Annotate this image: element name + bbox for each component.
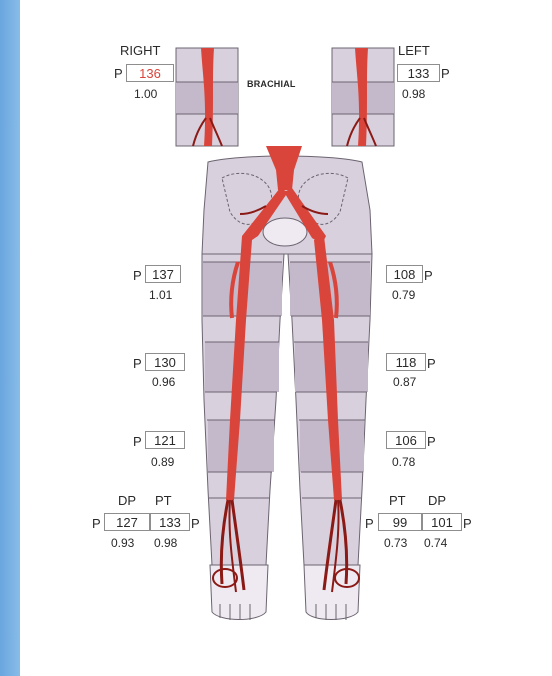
- right-calf-index: 0.89: [151, 456, 174, 468]
- left-dp-pressure: 101: [422, 513, 462, 531]
- right-pt-pressure: 133: [150, 513, 190, 531]
- left-brachial-pressure: 133: [397, 64, 440, 82]
- left-brachial-prefix: P: [441, 67, 450, 80]
- right-brachial-pressure: 136: [126, 64, 174, 82]
- left-dp-label: DP: [428, 494, 446, 507]
- left-pt-pressure: 99: [378, 513, 422, 531]
- right-dp-label: DP: [118, 494, 136, 507]
- right-brachial-prefix: P: [114, 67, 123, 80]
- left-low-thigh-prefix: P: [427, 357, 436, 370]
- left-ankle-pt-prefix: P: [365, 517, 374, 530]
- brachial-label: BRACHIAL: [247, 80, 296, 89]
- right-calf-prefix: P: [133, 435, 142, 448]
- right-ankle-pt-prefix: P: [191, 517, 200, 530]
- right-high-thigh-prefix: P: [133, 269, 142, 282]
- left-pt-index: 0.73: [384, 537, 407, 549]
- left-high-thigh-index: 0.79: [392, 289, 415, 301]
- right-low-thigh-pressure: 130: [145, 353, 185, 371]
- right-side-header: RIGHT: [120, 44, 160, 57]
- left-ankle-dp-prefix: P: [463, 517, 472, 530]
- left-arm: [332, 48, 394, 146]
- right-ankle-prefix: P: [92, 517, 101, 530]
- right-low-thigh-prefix: P: [133, 357, 142, 370]
- right-pt-label: PT: [155, 494, 172, 507]
- left-brachial-index: 0.98: [402, 88, 425, 100]
- right-high-thigh-pressure: 137: [145, 265, 181, 283]
- left-low-thigh-index: 0.87: [393, 376, 416, 388]
- right-pt-index: 0.98: [154, 537, 177, 549]
- left-high-thigh-pressure: 108: [386, 265, 423, 283]
- right-dp-pressure: 127: [104, 513, 150, 531]
- left-low-thigh-pressure: 118: [386, 353, 426, 371]
- right-high-thigh-index: 1.01: [149, 289, 172, 301]
- left-calf-pressure: 106: [386, 431, 426, 449]
- left-calf-prefix: P: [427, 435, 436, 448]
- left-high-thigh-prefix: P: [424, 269, 433, 282]
- right-arm: [176, 48, 238, 146]
- left-dp-index: 0.74: [424, 537, 447, 549]
- right-brachial-index: 1.00: [134, 88, 157, 100]
- right-calf-pressure: 121: [145, 431, 185, 449]
- right-low-thigh-index: 0.96: [152, 376, 175, 388]
- right-dp-index: 0.93: [111, 537, 134, 549]
- diagram-background: [20, 0, 552, 676]
- left-calf-index: 0.78: [392, 456, 415, 468]
- left-pt-label: PT: [389, 494, 406, 507]
- left-side-header: LEFT: [398, 44, 430, 57]
